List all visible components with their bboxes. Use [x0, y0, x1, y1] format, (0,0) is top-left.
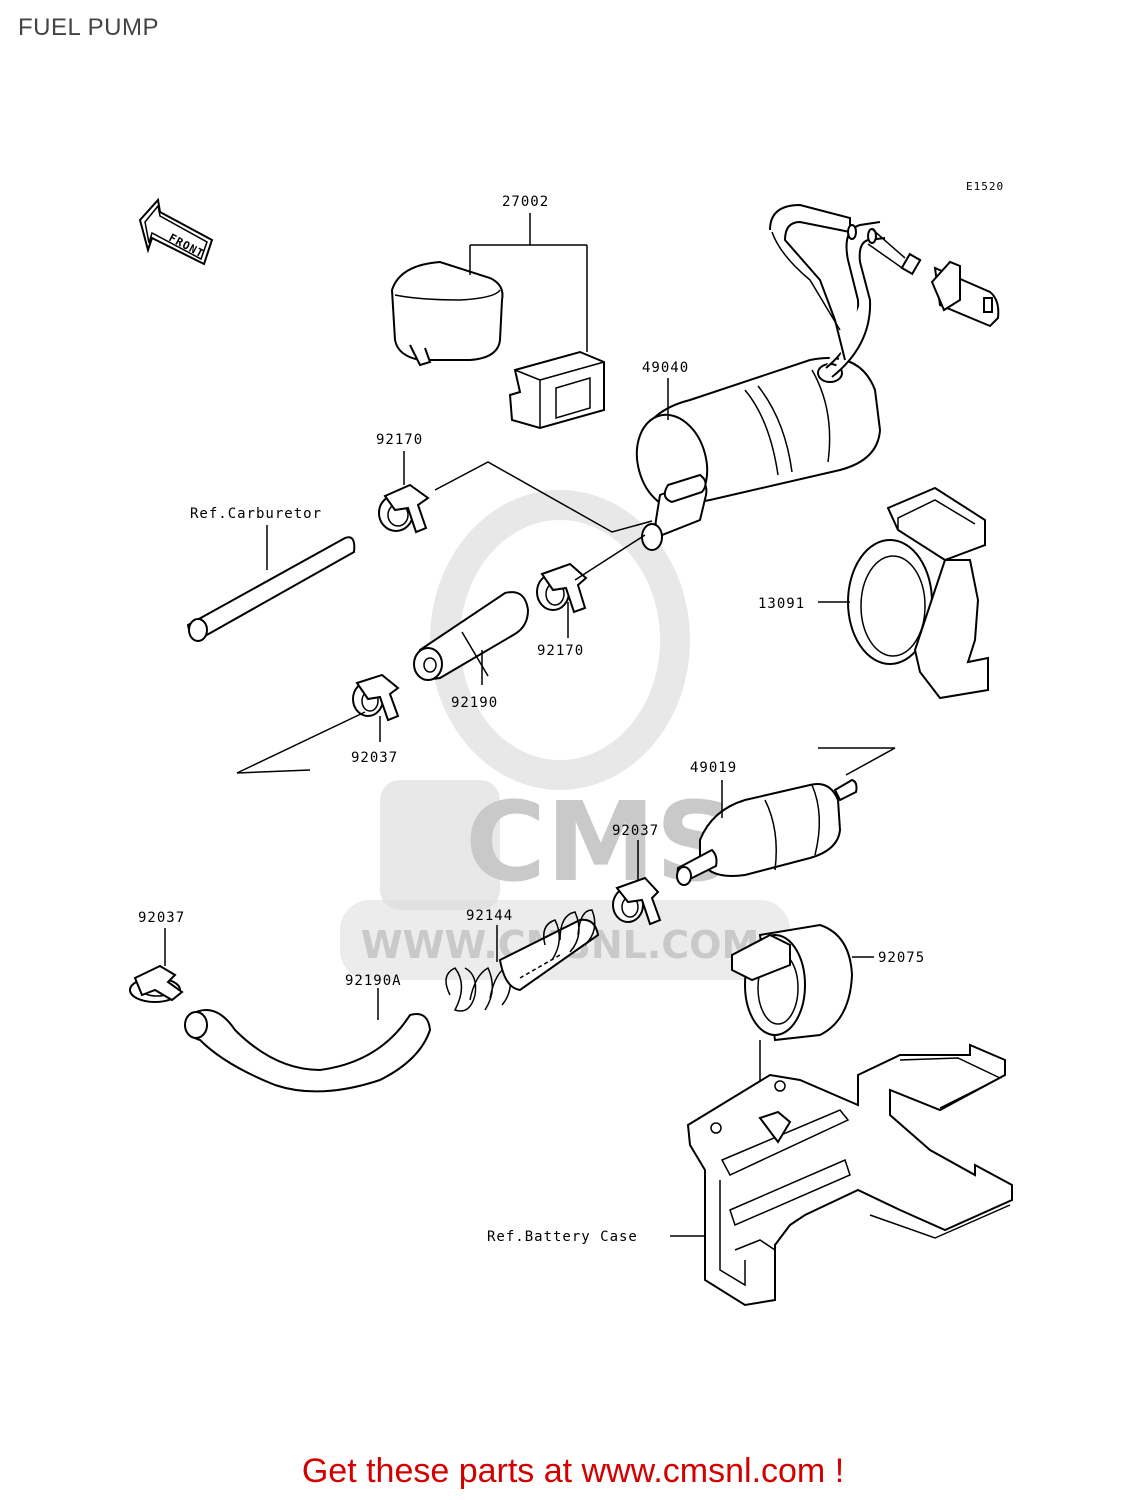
part-92190-hose: [413, 591, 530, 685]
label-92037-bottom: 92037: [138, 910, 185, 926]
part-27002-relay: [390, 213, 605, 430]
ref-carburetor-pipe: [186, 525, 356, 642]
label-27002: 27002: [502, 194, 549, 210]
part-49040-fuel-pump: [635, 203, 1000, 551]
label-92037-mid: 92037: [612, 823, 659, 839]
part-92190A-bent-hose: [184, 988, 432, 1093]
label-49040: 49040: [642, 360, 689, 376]
diagram-code: E1520: [966, 180, 1004, 193]
ref-battery-case-bracket: [670, 1043, 1013, 1307]
label-ref-battery-case: Ref.Battery Case: [487, 1229, 638, 1245]
page-title: FUEL PUMP: [18, 14, 159, 41]
watermark-logo: CMS: [465, 778, 734, 906]
label-ref-carburetor: Ref.Carburetor: [190, 506, 322, 522]
part-92170-top-clamp: [378, 451, 653, 534]
part-92037-left-clamp: [236, 673, 400, 774]
label-92190A: 92190A: [345, 973, 402, 989]
front-arrow: FRONT: [138, 197, 214, 266]
part-92037-bottom-clamp: [129, 928, 184, 1003]
label-49019: 49019: [690, 760, 737, 776]
part-13091-band: [818, 486, 989, 700]
part-92037-mid-clamp: [612, 840, 662, 926]
label-13091: 13091: [758, 596, 805, 612]
label-92075: 92075: [878, 950, 925, 966]
part-92144-spring: [445, 909, 600, 1012]
label-92170-bottom: 92170: [537, 643, 584, 659]
promo-link[interactable]: Get these parts at www.cmsnl.com !: [301, 1452, 845, 1490]
part-92170-lower-clamp: [536, 534, 646, 638]
part-49019-fuel-filter: [676, 747, 896, 886]
label-92170-top: 92170: [376, 432, 423, 448]
part-92075-sleeve: [731, 923, 874, 1240]
cms-watermark: CMS WWW.CMSNL.COM: [340, 490, 790, 980]
label-92190: 92190: [451, 695, 498, 711]
label-92037-left: 92037: [351, 750, 398, 766]
label-92144: 92144: [466, 908, 513, 924]
